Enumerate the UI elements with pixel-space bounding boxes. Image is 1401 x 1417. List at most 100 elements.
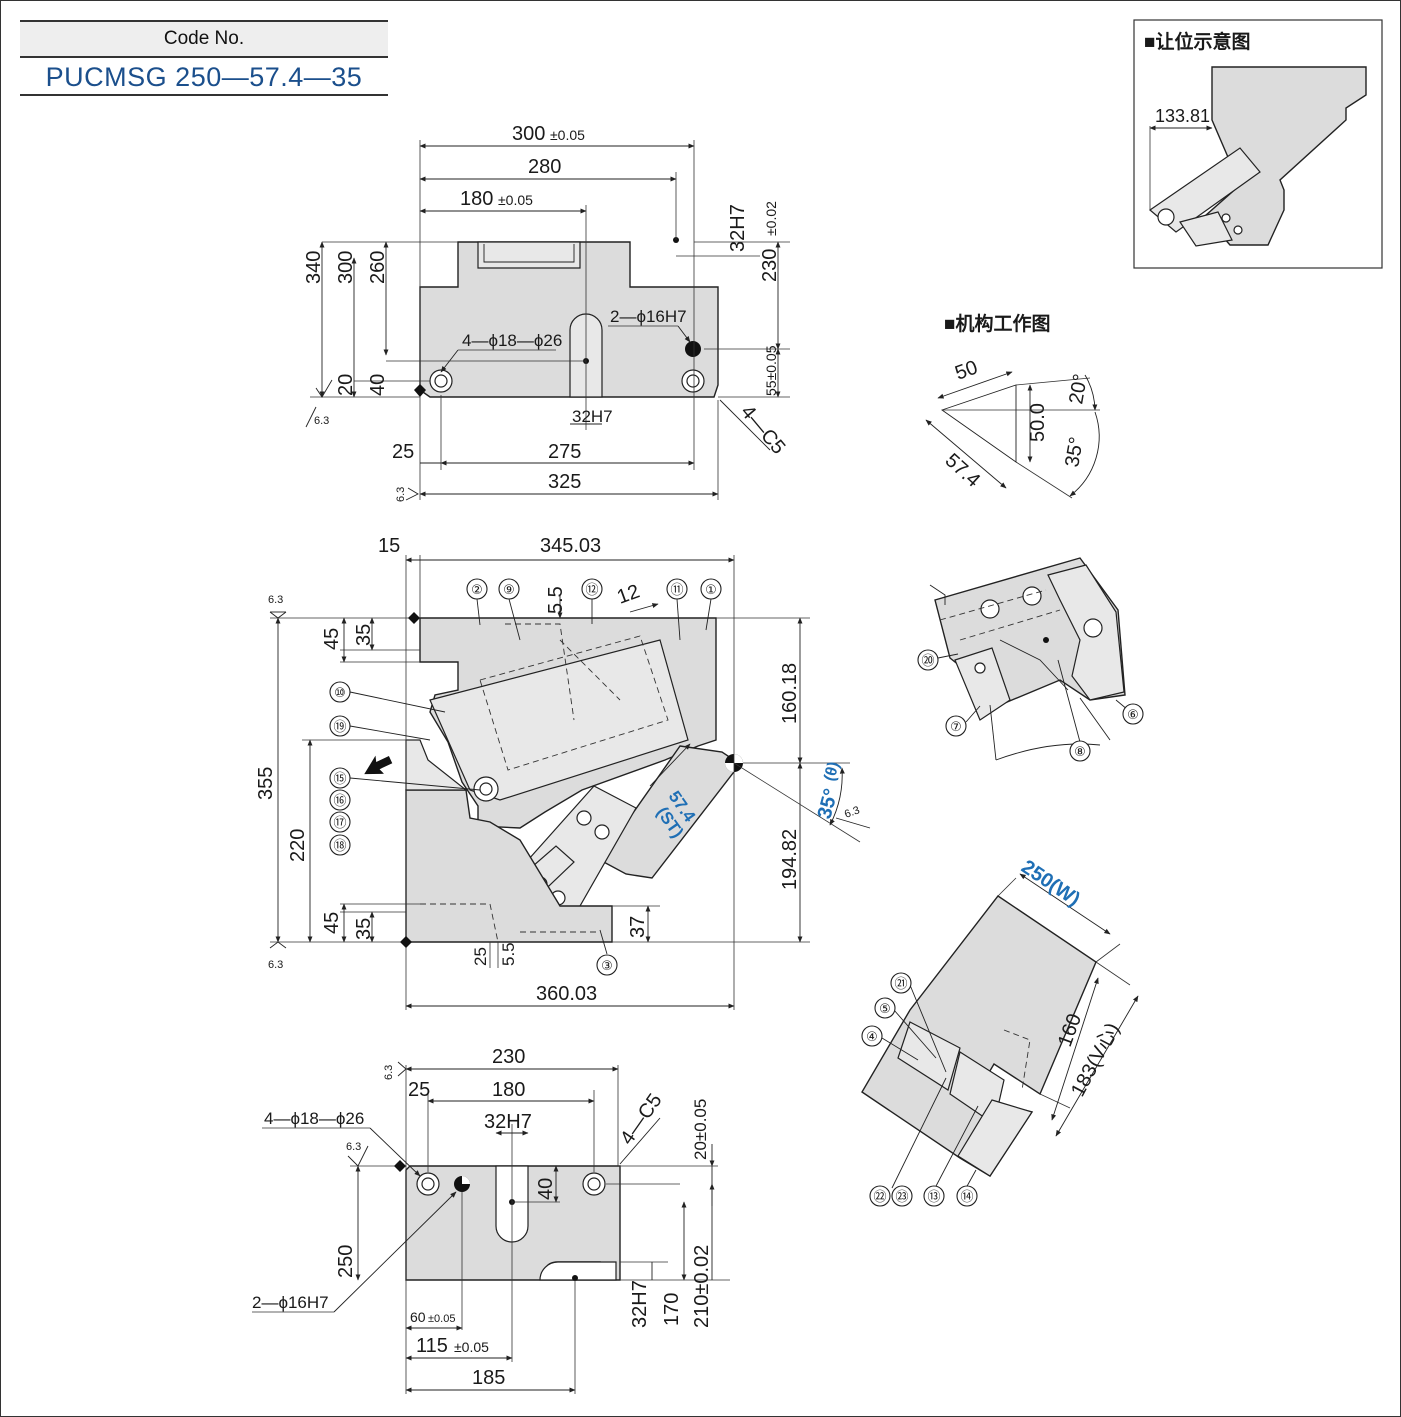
- top-hole-label-4: 4—ϕ18—ϕ26: [462, 331, 562, 350]
- mechanism-diagram: ■机构工作图 50 57.4 50.0 20° 35°: [925, 312, 1100, 499]
- balloon-4: ④: [866, 1029, 878, 1044]
- front-dim-5-5-bottom: 5.5: [499, 942, 518, 966]
- front-angle-35: 35°: [814, 786, 843, 821]
- detail-view: ⑳ ⑥ ⑦ ⑧: [917, 557, 1144, 762]
- bottom-dim-185: 185: [472, 1367, 505, 1389]
- balloon-13: ⑬: [927, 1189, 940, 1204]
- bottom-dim-60: 60: [410, 1309, 426, 1325]
- bottom-dim-32h7: 32H7: [484, 1111, 532, 1133]
- top-dim-20: 20: [335, 374, 357, 396]
- front-dim-160-18: 160.18: [779, 663, 801, 724]
- bottom-hole-label-4: 4—ϕ18—ϕ26: [264, 1109, 364, 1128]
- top-dim-32h7: 32H7: [727, 204, 749, 252]
- top-chamfer: 4—C5: [736, 401, 789, 459]
- bottom-dim-40: 40: [535, 1178, 557, 1200]
- top-dim-55: 55±0.05: [763, 345, 779, 396]
- bottom-dim-170: 170: [661, 1293, 683, 1326]
- balloon-3: ③: [601, 958, 613, 973]
- bottom-dim-25: 25: [408, 1079, 430, 1101]
- bottom-hole-label-2: 2—ϕ16H7: [252, 1293, 329, 1312]
- mech-dim-50: 50: [952, 356, 980, 384]
- bottom-roughness-a: 6.3: [383, 1065, 395, 1080]
- balloon-11: ⑪: [670, 582, 683, 597]
- balloon-5: ⑤: [879, 1001, 891, 1016]
- top-dim-300: 300: [512, 123, 545, 145]
- mech-dim-50-0: 50.0: [1027, 403, 1049, 442]
- mech-angle-20: 20°: [1065, 372, 1092, 406]
- balloon-14: ⑭: [960, 1189, 973, 1204]
- front-dim-12: 12: [614, 580, 642, 608]
- front-view: 15 345.03 360.03 5.5 12 355 220 45 35 45…: [255, 535, 871, 1010]
- balloon-21: ㉑: [894, 976, 907, 991]
- top-dim-25: 25: [392, 441, 414, 463]
- balloon-10: ⑩: [334, 685, 346, 700]
- top-dim-230: 230: [759, 249, 781, 282]
- front-dim-345-03: 345.03: [540, 535, 601, 557]
- front-dim-35: 35: [353, 624, 375, 646]
- bottom-dim-180: 180: [492, 1079, 525, 1101]
- front-dim-15: 15: [378, 535, 400, 557]
- front-angle-theta: (θ): [821, 760, 842, 783]
- front-dim-35-bottom: 35: [353, 918, 375, 940]
- balloon-19: ⑲: [333, 719, 346, 734]
- width-dim-250w: 250(W): [1017, 856, 1084, 911]
- top-tol-230: ±0.02: [763, 201, 779, 236]
- top-view: 300 ±0.05 280 180 ±0.05 32H7 230 ±0.02 5…: [303, 123, 790, 502]
- bottom-dim-20: 20±0.05: [691, 1099, 710, 1160]
- balloon-6: ⑥: [1127, 707, 1139, 722]
- code-label: Code No.: [20, 20, 388, 58]
- front-roughness-b: 6.3: [268, 959, 283, 971]
- top-dim-40: 40: [367, 374, 389, 396]
- front-dim-360-03: 360.03: [536, 983, 597, 1005]
- top-roughness-a: 6.3: [314, 415, 329, 427]
- top-tol-180: ±0.05: [498, 192, 533, 208]
- bottom-tol-60: ±0.05: [428, 1313, 455, 1325]
- balloon-16: ⑯: [333, 793, 346, 808]
- balloon-8: ⑧: [1074, 744, 1086, 759]
- balloons: ② ⑨ ⑫ ⑪ ① ⑩ ⑲ ⑮ ⑯ ⑰ ⑱ ③: [329, 578, 722, 976]
- balloon-20: ⑳: [921, 653, 934, 668]
- top-dim-32h7-slot: 32H7: [572, 407, 613, 426]
- front-roughness-c: 6.3: [843, 804, 861, 821]
- top-dim-275: 275: [548, 441, 581, 463]
- top-dim-340: 340: [303, 251, 325, 284]
- front-dim-45-bottom: 45: [321, 912, 343, 934]
- front-roughness-a: 6.3: [268, 594, 283, 606]
- mechanism-title: ■机构工作图: [944, 312, 1050, 335]
- top-dim-280: 280: [528, 156, 561, 178]
- balloon-17: ⑰: [333, 815, 346, 830]
- balloon-1: ①: [705, 582, 717, 597]
- balloon-2: ②: [471, 582, 483, 597]
- bottom-dim-230: 230: [492, 1046, 525, 1068]
- bottom-dim-115: 115: [416, 1335, 448, 1357]
- mech-dim-57-4: 57.4: [941, 449, 985, 491]
- front-dim-25: 25: [471, 947, 490, 966]
- mech-angle-35: 35°: [1061, 435, 1088, 469]
- bottom-roughness-b: 6.3: [346, 1141, 361, 1153]
- balloon-12: ⑫: [585, 582, 598, 597]
- top-dim-180: 180: [460, 188, 493, 210]
- bottom-dim-32h7-vert: 32H7: [629, 1280, 651, 1328]
- top-dim-325: 325: [548, 471, 581, 493]
- top-tol-300: ±0.05: [550, 127, 585, 143]
- front-dim-194-82: 194.82: [779, 829, 801, 890]
- top-roughness-b: 6.3: [395, 487, 407, 502]
- top-dim-260: 260: [367, 251, 389, 284]
- balloon-15: ⑮: [333, 771, 346, 786]
- bottom-dim-210: 210±0.02: [691, 1245, 713, 1328]
- top-hole-label-2: 2—ϕ16H7: [610, 307, 687, 326]
- inset-view: ■让位示意图 133.81: [1133, 19, 1383, 269]
- front-dim-220: 220: [287, 829, 309, 862]
- front-dim-5-5-top: 5.5: [545, 586, 567, 614]
- code-value: PUCMSG 250—57.4—35: [20, 58, 388, 96]
- balloon-23: ㉓: [895, 1189, 908, 1204]
- inset-title: ■让位示意图: [1144, 30, 1250, 53]
- inset-dim-133-81: 133.81: [1155, 106, 1210, 126]
- code-number-box: Code No. PUCMSG 250—57.4—35: [20, 20, 388, 96]
- bottom-tol-115: ±0.05: [454, 1339, 489, 1355]
- front-dim-37: 37: [627, 916, 649, 938]
- balloon-7: ⑦: [950, 719, 962, 734]
- bottom-dim-250: 250: [335, 1245, 357, 1278]
- top-dim-300v: 300: [335, 251, 357, 284]
